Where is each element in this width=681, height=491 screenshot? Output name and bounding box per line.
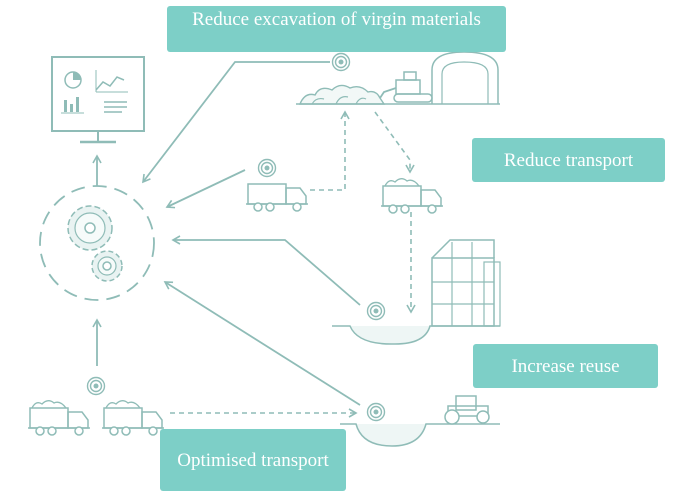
signal-icon (331, 52, 351, 72)
pit-icon (340, 423, 500, 447)
truck-icon (381, 179, 443, 213)
label-increase-reuse: Increase reuse (473, 344, 658, 388)
signal-icon (86, 376, 106, 396)
arrow-truck-to-gears (165, 169, 246, 209)
excavator-icon (379, 71, 433, 103)
truck-icon (245, 183, 309, 212)
signal-icon (366, 301, 386, 321)
tunnel-icon (296, 51, 500, 105)
label-optimised-transport: Optimised transport (160, 429, 346, 491)
signal-icon (366, 402, 386, 422)
dashed-path-truck-to-excavation (310, 110, 350, 191)
truck-icon (28, 401, 90, 435)
arrow-building-to-gears (171, 235, 361, 306)
pit-icon (332, 325, 500, 345)
signal-icon (257, 158, 277, 178)
building-frame-icon (431, 239, 501, 327)
arrow-excavation-to-gears (142, 61, 330, 184)
gears-icon (39, 185, 155, 301)
label-reduce-transport: Reduce transport (472, 138, 665, 182)
label-reduce-excavation: Reduce excavation of virgin materials (167, 6, 506, 52)
arrow-reuse-to-gears (163, 281, 361, 406)
monitor-icon (51, 56, 145, 144)
roller-icon (444, 395, 490, 425)
rock-pile-icon (298, 84, 386, 105)
truck-icon (102, 401, 164, 435)
dashed-path-excavation-to-truck (374, 111, 415, 174)
